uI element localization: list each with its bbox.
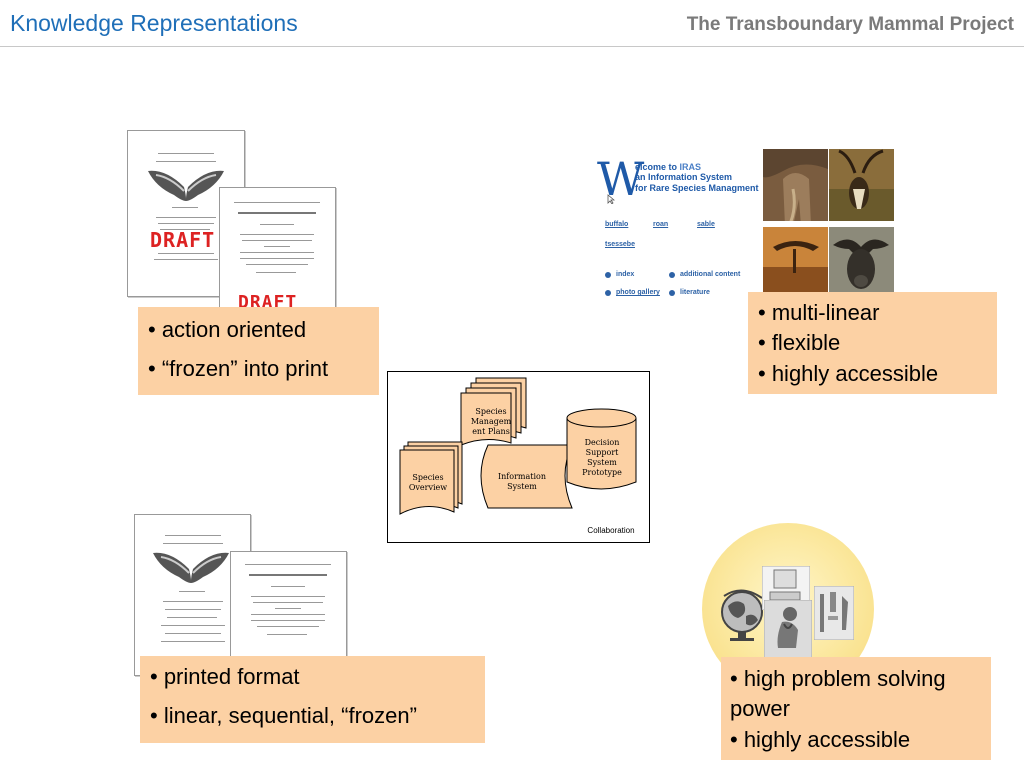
- bird-wing-image: [148, 170, 224, 201]
- callout-item: • flexible: [758, 330, 841, 356]
- iras-heading-line3: for Rare Species Managment: [635, 182, 759, 193]
- diagram-shapes: [399, 377, 637, 515]
- iras-heading-line1: elcome to: [635, 162, 680, 172]
- callout-item: • high problem solving power: [730, 666, 946, 722]
- link-sable[interactable]: sable: [697, 221, 715, 228]
- label-species-overview: Species Overview: [408, 473, 448, 492]
- label-decision-support-system: Decision Support System Prototype: [582, 438, 622, 477]
- thinker-statue-icon: [764, 600, 812, 658]
- link-roan[interactable]: roan: [653, 221, 669, 228]
- link-buffalo[interactable]: buffalo: [605, 221, 629, 228]
- label-collaboration: Collaboration: [587, 526, 635, 535]
- callout-item: • “frozen” into print: [148, 355, 329, 381]
- callout-item: • highly accessible: [730, 726, 911, 752]
- callout-action-oriented: • action oriented • “frozen” into print: [138, 307, 379, 395]
- document-page-front: DRAFT: [219, 187, 336, 313]
- link-index[interactable]: index: [616, 271, 635, 278]
- callout-problem-solving: • high problem solving power • highly ac…: [721, 657, 991, 760]
- cursor-icon: [607, 194, 615, 204]
- draft-stamp: DRAFT: [150, 228, 216, 252]
- iras-heading-name: IRAS: [679, 162, 702, 172]
- bullet-dot-icon: [669, 272, 675, 278]
- callout-item: • highly accessible: [758, 360, 939, 386]
- callout-item: • printed format: [150, 664, 300, 689]
- iras-logo-letter: W: [597, 152, 645, 206]
- callout-item: • action oriented: [148, 317, 307, 342]
- link-additional-content[interactable]: additional content: [680, 271, 741, 278]
- link-tsessebe[interactable]: tsessebe: [605, 241, 635, 248]
- callout-printed-format: • printed format • linear, sequential, “…: [140, 656, 485, 743]
- slide-title: Knowledge Representations: [10, 10, 298, 36]
- buffalo-photo: [829, 227, 894, 292]
- link-literature[interactable]: literature: [680, 289, 710, 296]
- callout-item: • linear, sequential, “frozen”: [150, 702, 417, 728]
- callout-item: • multi-linear: [758, 300, 880, 325]
- bullet-dot-icon: [669, 290, 675, 296]
- savanna-tree-photo: [763, 227, 828, 292]
- label-species-management-plans: Species Managem ent Plans: [470, 407, 512, 436]
- document-page-front: [230, 551, 347, 663]
- elephant-photo: [763, 149, 828, 221]
- link-photo-gallery[interactable]: photo gallery: [616, 289, 660, 296]
- tools-icon: [814, 586, 854, 640]
- project-name: The Transboundary Mammal Project: [686, 14, 1014, 35]
- globe-icon: [721, 589, 763, 641]
- information-system-diagram: Species Managem ent Plans Species Overvi…: [387, 371, 650, 543]
- callout-multi-linear: • multi-linear • flexible • highly acces…: [748, 292, 997, 394]
- label-information-system: Information System: [497, 472, 546, 491]
- header-divider: [0, 46, 1024, 47]
- bullet-dot-icon: [605, 272, 611, 278]
- iras-heading-line2: an Information System: [635, 172, 733, 183]
- bird-wing-image: [153, 552, 229, 583]
- bullet-dot-icon: [605, 290, 611, 296]
- iras-heading: elcome to IRAS an Information System for…: [635, 162, 759, 193]
- iras-website-screenshot: W elcome to IRAS an Information System f…: [595, 150, 760, 305]
- sable-antelope-photo: [829, 149, 894, 221]
